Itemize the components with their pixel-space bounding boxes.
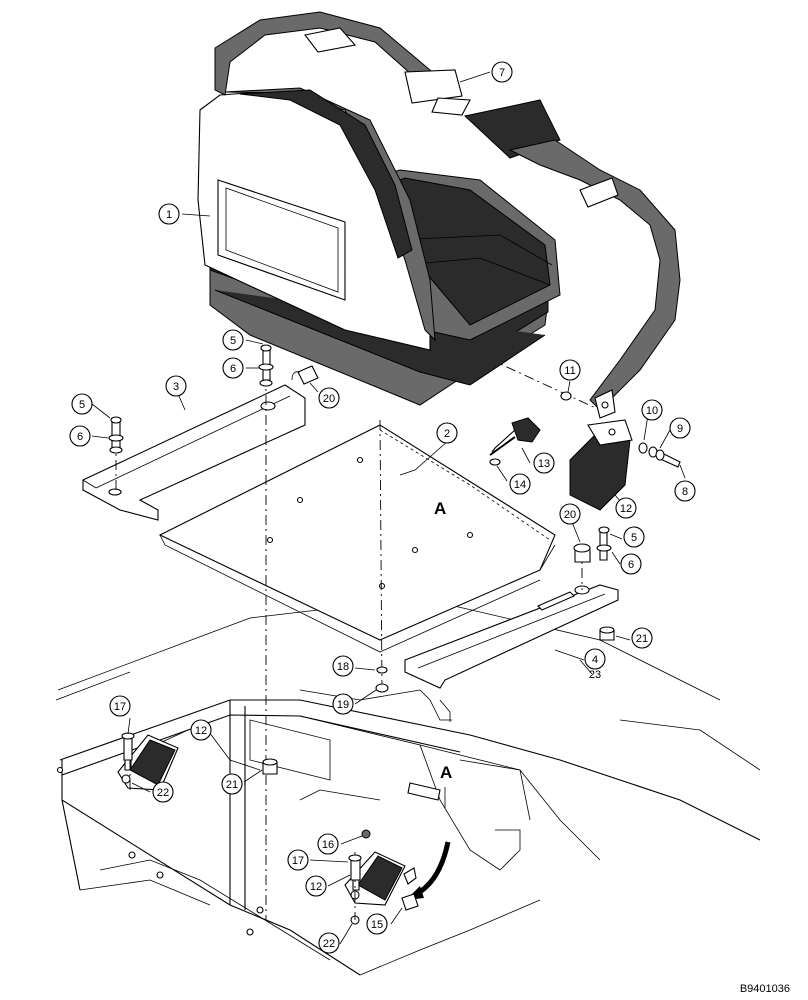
callout-c22a: 22: [152, 781, 174, 803]
callout-c1: 1: [158, 203, 180, 225]
svg-text:18: 18: [337, 661, 349, 673]
callout-c5c: 5: [623, 526, 645, 548]
svg-text:8: 8: [682, 486, 688, 498]
callout-c7: 7: [491, 61, 513, 83]
svg-text:5: 5: [79, 399, 85, 411]
svg-text:10: 10: [646, 405, 658, 417]
view-a-arrow: [406, 782, 451, 900]
callout-c14: 14: [509, 473, 531, 495]
callout-c12a: 12: [615, 497, 637, 519]
svg-text:5: 5: [631, 532, 637, 544]
callout-c20b: 20: [559, 503, 581, 525]
mounting-bracket-left: [117, 734, 276, 791]
svg-text:16: 16: [322, 839, 334, 851]
callout-c5a: 5: [222, 329, 244, 351]
callout-c11: 11: [559, 359, 581, 381]
svg-text:6: 6: [230, 363, 236, 375]
callout-c9: 9: [669, 417, 691, 439]
callout-c21b: 21: [221, 773, 243, 795]
view-label-a-lower: A: [440, 763, 452, 782]
callout-c8: 8: [674, 480, 696, 502]
callout-c4: 4: [584, 648, 606, 670]
callout-c6b: 6: [69, 425, 91, 447]
svg-text:21: 21: [636, 633, 648, 645]
svg-text:12: 12: [620, 503, 632, 515]
hardware-parts: [108, 344, 681, 911]
callout-c5b: 5: [71, 393, 93, 415]
svg-text:22: 22: [323, 938, 335, 950]
svg-text:17: 17: [292, 855, 304, 867]
callout-c23: 23: [589, 669, 601, 681]
callout-c6a: 6: [222, 357, 244, 379]
callout-c3: 3: [165, 375, 187, 397]
callout-c15: 15: [366, 913, 388, 935]
callout-c21a: 21: [631, 627, 653, 649]
svg-text:3: 3: [173, 381, 179, 393]
callout-c2: 2: [436, 422, 458, 444]
callout-c6c: 6: [620, 553, 642, 575]
svg-text:2: 2: [444, 428, 450, 440]
svg-text:20: 20: [323, 393, 335, 405]
slide-rail-left: [82, 384, 306, 521]
svg-text:7: 7: [499, 67, 505, 79]
callout-c20a: 20: [318, 387, 340, 409]
callout-c13: 13: [533, 452, 555, 474]
svg-text:13: 13: [538, 458, 550, 470]
svg-text:23: 23: [589, 669, 601, 681]
callout-c12b: 12: [190, 719, 212, 741]
svg-text:4: 4: [592, 654, 598, 666]
svg-text:19: 19: [337, 699, 349, 711]
callout-c22b: 22: [318, 932, 340, 954]
callout-c10: 10: [641, 399, 663, 421]
leader-lines: [91, 71, 686, 945]
svg-text:21: 21: [226, 779, 238, 791]
svg-text:9: 9: [677, 423, 683, 435]
seat-mounting-plate: [158, 424, 556, 653]
svg-text:6: 6: [628, 559, 634, 571]
figure-code: B9401036: [740, 983, 790, 995]
svg-text:6: 6: [77, 431, 83, 443]
svg-text:17: 17: [114, 701, 126, 713]
view-label-a-upper: A: [434, 499, 446, 518]
callout-c16: 16: [317, 833, 339, 855]
callout-c19: 19: [332, 693, 354, 715]
callout-c18: 18: [332, 655, 354, 677]
svg-text:12: 12: [195, 725, 207, 737]
callout-c12c: 12: [305, 875, 327, 897]
svg-text:12: 12: [310, 881, 322, 893]
svg-text:1: 1: [166, 209, 172, 221]
svg-text:11: 11: [564, 365, 575, 377]
slide-rail-right: [404, 584, 619, 689]
svg-text:22: 22: [157, 787, 169, 799]
svg-text:20: 20: [564, 509, 576, 521]
callout-c17a: 17: [109, 695, 131, 717]
svg-text:14: 14: [514, 479, 526, 491]
svg-text:15: 15: [371, 919, 383, 931]
callout-c17b: 17: [287, 849, 309, 871]
operator-seat: [197, 11, 681, 419]
svg-text:5: 5: [230, 335, 236, 347]
